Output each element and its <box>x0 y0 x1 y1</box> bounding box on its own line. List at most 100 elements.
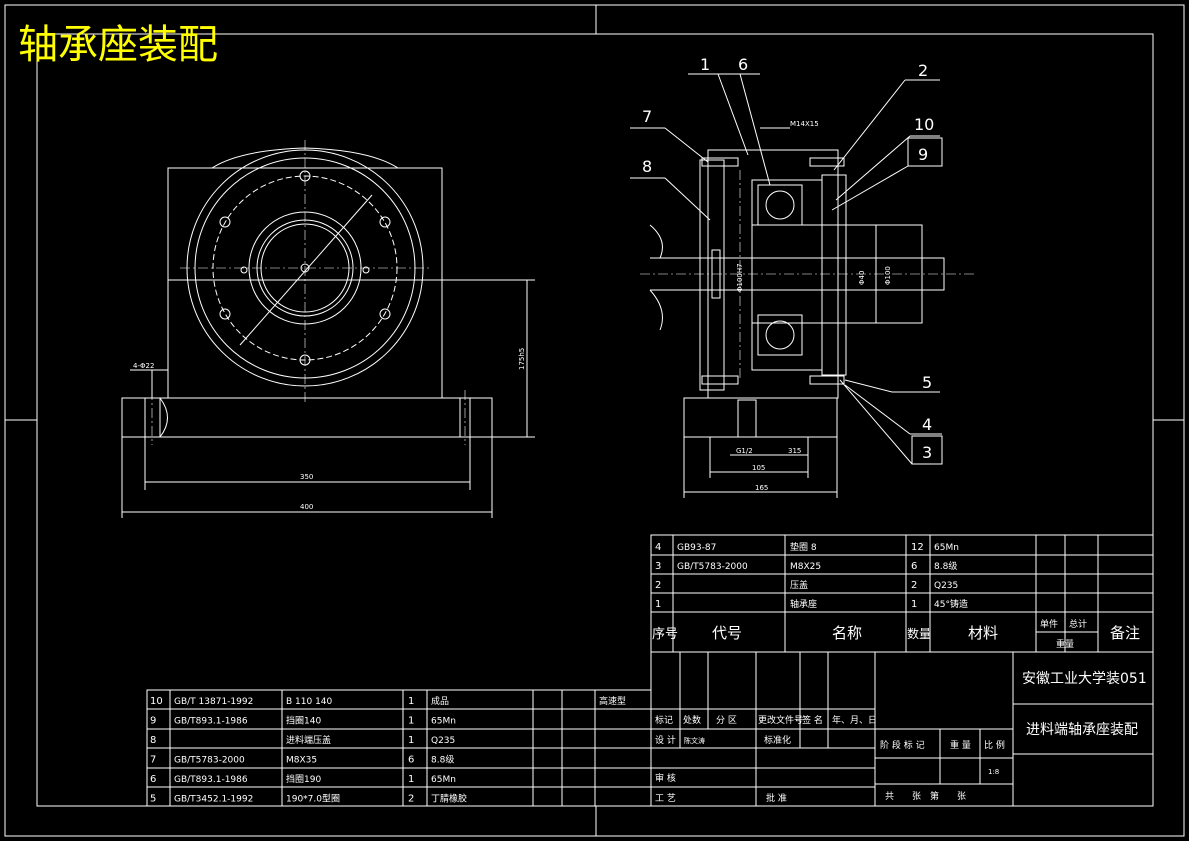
hdr-qty: 数量 <box>907 626 931 641</box>
dim-315: 315 <box>788 447 801 455</box>
balloon-4: 4 <box>922 415 932 434</box>
dia-right2: Φ100 <box>884 266 892 285</box>
big-row-name: 190*7.0型圈 <box>286 794 340 805</box>
big-row-mat: 成品 <box>431 695 449 707</box>
hdr-note: 备注 <box>1110 624 1140 642</box>
small-row-mat: 45°铸造 <box>934 598 968 610</box>
balloon-9: 9 <box>918 145 928 164</box>
tb-approve: 批 准 <box>766 792 787 804</box>
tb-r1-cell: 标记 <box>655 714 673 726</box>
big-row-code: GB/T893.1-1986 <box>174 717 248 727</box>
dim-350: 350 <box>300 473 313 481</box>
big-row-mat: Q235 <box>431 736 455 746</box>
dia-right1: Φ40 <box>858 271 866 285</box>
balloon-3: 3 <box>922 443 932 462</box>
big-row-mat: 65Mn <box>431 775 456 785</box>
tb-sheets: 共 张 第 张 <box>885 790 966 802</box>
small-row-mat: 8.8级 <box>934 560 957 572</box>
big-row-mat: 8.8级 <box>431 754 454 766</box>
dia-left: Φ100H7 <box>736 263 744 292</box>
big-row-no: 10 <box>150 696 163 707</box>
tb-r1-cell: 签 名 <box>802 714 823 726</box>
big-row-code: GB/T893.1-1986 <box>174 775 248 785</box>
big-row-qty: 6 <box>408 755 414 766</box>
balloon-5: 5 <box>922 373 932 392</box>
big-row-no: 6 <box>150 774 156 785</box>
hdr-name: 名称 <box>832 624 862 642</box>
tb-review: 审 核 <box>655 772 676 784</box>
small-row-qty: 2 <box>911 580 917 591</box>
small-row-no: 3 <box>655 561 661 572</box>
big-row-qty: 2 <box>408 794 414 805</box>
small-row-name: 垫圈 8 <box>790 541 817 553</box>
big-row-no: 8 <box>150 735 156 746</box>
big-row-qty: 1 <box>408 735 414 746</box>
balloon-1: 1 <box>700 55 710 74</box>
tb-scale-label: 比 例 <box>984 739 1005 751</box>
dim-g12: G1/2 <box>736 447 753 455</box>
tb-stage: 阶 段 标 记 <box>880 739 925 751</box>
tb-r1-cell: 更改文件号 <box>758 714 803 726</box>
small-row-mat: Q235 <box>934 581 958 591</box>
tb-weight: 重 量 <box>950 739 971 751</box>
small-row-qty: 12 <box>911 542 924 553</box>
big-row-mat: 65Mn <box>431 717 456 727</box>
dim-400: 400 <box>300 503 313 511</box>
small-row-qty: 6 <box>911 561 917 572</box>
front-view: 175h5 350 400 4-Φ22 <box>121 140 535 518</box>
dim-105: 105 <box>752 464 765 472</box>
tb-drawing-name: 进料端轴承座装配 <box>1026 722 1138 738</box>
small-row-no: 2 <box>655 580 661 591</box>
big-row-no: 9 <box>150 716 156 727</box>
small-row-no: 4 <box>655 542 661 553</box>
balloon-8: 8 <box>642 157 652 176</box>
big-row-name: 进料端压盖 <box>286 734 331 746</box>
small-row-mat: 65Mn <box>934 543 959 553</box>
small-row-no: 1 <box>655 599 661 610</box>
dim-height: 175h5 <box>518 348 526 370</box>
big-row-name: B 110 140 <box>286 697 333 707</box>
section-view: M14X15 Φ100H7 Φ40 Φ100 105 165 G1/2 315 … <box>630 55 975 498</box>
small-row-name: 轴承座 <box>790 598 817 610</box>
hdr-code: 代号 <box>712 624 742 642</box>
big-row-code: GB/T5783-2000 <box>174 756 245 766</box>
big-row-name: M8X35 <box>286 756 317 766</box>
title-block: 标记处数分 区更改文件号签 名年、月、日 设 计 陈文涛 标准化 审 核 工 艺… <box>650 651 1154 807</box>
tb-design: 设 计 <box>655 734 676 746</box>
small-row-name: 压盖 <box>790 579 808 591</box>
small-row-name: M8X25 <box>790 562 821 572</box>
big-row-qty: 1 <box>408 696 414 707</box>
big-row-no: 7 <box>150 755 156 766</box>
balloon-6: 6 <box>738 55 748 74</box>
thread-dim: M14X15 <box>790 120 819 128</box>
tb-r1-cell: 分 区 <box>716 715 737 726</box>
hdr-no: 序号 <box>652 627 678 642</box>
small-row-code: GB93-87 <box>677 543 716 553</box>
balloon-7: 7 <box>642 107 652 126</box>
big-row-name: 挡圈140 <box>286 715 321 727</box>
tb-designer: 陈文涛 <box>684 736 705 745</box>
hdr-mat: 材料 <box>968 624 998 642</box>
big-row-mat: 丁腈橡胶 <box>431 793 467 805</box>
tb-process: 工 艺 <box>655 793 676 804</box>
dim-hole: 4-Φ22 <box>133 362 154 370</box>
balloon-2: 2 <box>918 61 928 80</box>
tb-r1-cell: 年、月、日 <box>832 714 877 726</box>
big-row-qty: 1 <box>408 716 414 727</box>
tb-r1-cell: 处数 <box>683 714 701 726</box>
big-row-code: GB/T 13871-1992 <box>174 697 253 707</box>
hdr-total: 总计 <box>1069 618 1087 630</box>
big-row-name: 挡圈190 <box>286 773 321 785</box>
tb-school: 安徽工业大学装051 <box>1022 671 1147 687</box>
dim-165: 165 <box>755 484 768 492</box>
big-row-note: 高速型 <box>599 695 626 707</box>
big-row-qty: 1 <box>408 774 414 785</box>
big-row-no: 5 <box>150 794 156 805</box>
drawing-title: 轴承座装配 <box>18 22 218 68</box>
big-row-code: GB/T3452.1-1992 <box>174 795 253 805</box>
hdr-unit: 单件 <box>1040 618 1058 630</box>
hdr-weight: 重量 <box>1056 638 1074 650</box>
